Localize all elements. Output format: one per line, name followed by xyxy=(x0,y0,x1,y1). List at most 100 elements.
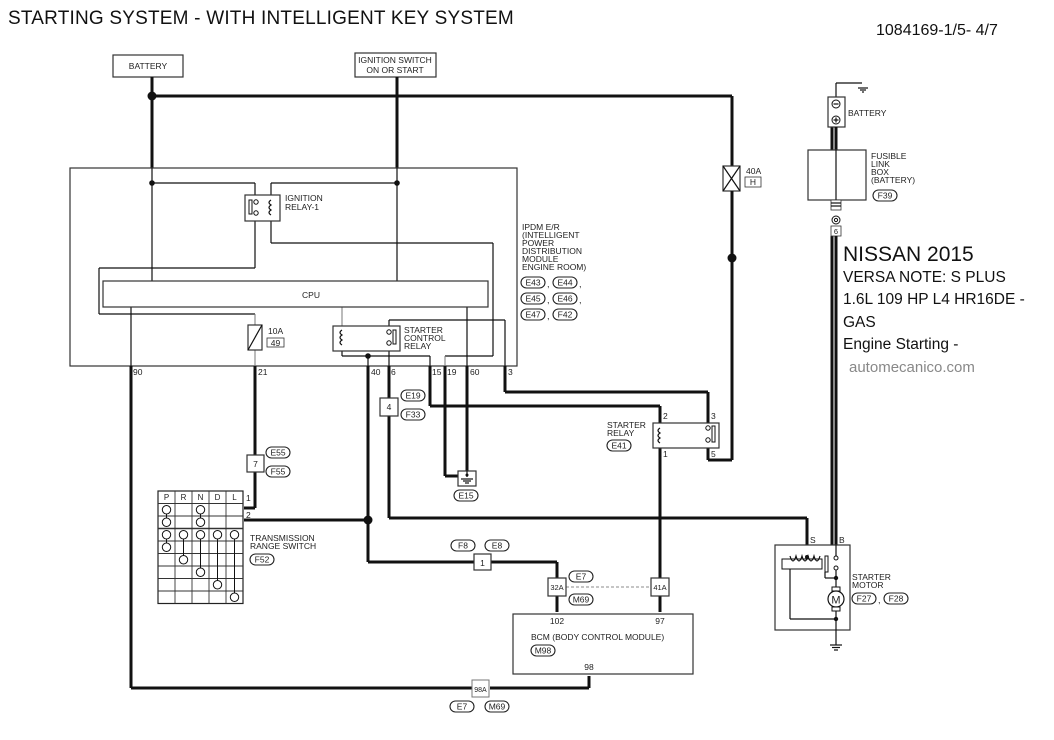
connector-id: E19 xyxy=(405,391,420,401)
fusible-label-line: LINK xyxy=(871,159,890,169)
pin-label: 3 xyxy=(711,411,716,421)
starter-relay-connector: E41 xyxy=(606,439,632,452)
ign-switch-label-2: ON OR START xyxy=(366,65,423,75)
fusible-connector: F39 xyxy=(872,189,898,202)
connector-id: E41 xyxy=(611,441,626,451)
joint-98a-connectors: E7 M69 xyxy=(449,700,510,713)
fusible-terminal-number: 6 xyxy=(834,227,838,236)
joint-number: 4 xyxy=(387,402,392,412)
connector-id: E45 xyxy=(525,294,540,304)
connector-id: F27 xyxy=(857,594,872,604)
range-position-label: R xyxy=(181,493,187,502)
connector-id: E8 xyxy=(492,541,503,551)
pin-label: 102 xyxy=(550,616,564,626)
separator: , xyxy=(547,295,550,305)
connector-id: F28 xyxy=(889,594,904,604)
connector-badge: E15 xyxy=(453,489,479,502)
ipdm-label-line: ENGINE ROOM) xyxy=(522,262,586,272)
starter-motor: S B M STARTER MOTOR xyxy=(774,535,891,651)
connector-badge: M69 xyxy=(568,593,594,606)
ground-point-e15 xyxy=(457,470,477,487)
vehicle-section: Engine Starting - xyxy=(843,336,959,353)
vehicle-engine: 1.6L 109 HP L4 HR16DE - GAS xyxy=(843,291,1025,331)
ipdm-internal-wiring xyxy=(98,168,506,366)
range-position-label: N xyxy=(198,493,204,502)
tr-switch-connector: F52 xyxy=(249,553,275,566)
range-position-label: L xyxy=(232,493,237,502)
connector-badge: E43 xyxy=(520,276,546,289)
pin-label: 90 xyxy=(133,367,143,377)
connector-id: F52 xyxy=(255,555,270,565)
connector-id: M69 xyxy=(489,702,506,712)
diagram-title: STARTING SYSTEM - WITH INTELLIGENT KEY S… xyxy=(8,8,514,29)
contact-icon xyxy=(161,542,172,552)
starter-relay: STARTER RELAY 2 3 1 5 xyxy=(607,411,720,459)
pin-label: 97 xyxy=(655,616,665,626)
connector-id: E15 xyxy=(458,491,473,501)
connector-badge: E7 xyxy=(449,700,475,713)
fusible-label-line: (BATTERY) xyxy=(871,175,915,185)
fusible-link-box: FUSIBLE LINK BOX (BATTERY) 6 xyxy=(807,149,915,237)
scr-label-3: RELAY xyxy=(404,341,432,351)
battery-label: BATTERY xyxy=(129,61,168,71)
contact-icon xyxy=(195,505,206,515)
connector-badge: E19 xyxy=(400,389,426,402)
connector-id: F55 xyxy=(271,467,286,477)
connector-badge: F52 xyxy=(249,553,275,566)
joint-number: 41A xyxy=(653,583,666,592)
pin-label: 3 xyxy=(508,367,513,377)
connector-badge: E7 xyxy=(568,570,594,583)
bcm-label: BCM (BODY CONTROL MODULE) xyxy=(531,632,664,642)
battery-bus-wire xyxy=(147,77,734,168)
contact-icon xyxy=(161,505,172,515)
connector-badge: E46 xyxy=(552,292,578,305)
tr-switch-label-2: RANGE SWITCH xyxy=(250,541,316,551)
pin-label: 21 xyxy=(258,367,268,377)
connector-badge: F39 xyxy=(872,189,898,202)
battery-right-label: BATTERY xyxy=(848,108,887,118)
pin-label: 2 xyxy=(663,411,668,421)
ipdm-label-line: DISTRIBUTION xyxy=(522,246,582,256)
terminal-s-label: S xyxy=(810,535,816,545)
pin-label: 40 xyxy=(371,367,381,377)
joint-number: 1 xyxy=(480,558,485,568)
pin-label: 2 xyxy=(246,510,251,520)
connector-badge: E44 xyxy=(552,276,578,289)
ign-relay-label-1: IGNITION xyxy=(285,193,323,203)
contact-icon xyxy=(195,530,206,540)
pin-label: 1 xyxy=(246,493,251,503)
connector-id: E43 xyxy=(525,278,540,288)
tr-switch-labels: 1 2 TRANSMISSION RANGE SWITCH xyxy=(246,493,316,551)
fuse-10a-rating: 10A xyxy=(268,326,283,336)
connector-id: M69 xyxy=(573,595,590,605)
connector-id: E47 xyxy=(525,310,540,320)
pin-label: 98 xyxy=(584,662,594,672)
ipdm-label-line: IPDM E/R xyxy=(522,222,560,232)
ignition-switch-box: IGNITION SWITCH ON OR START xyxy=(354,52,437,78)
joint-connector-7: 7 xyxy=(246,454,265,473)
connector-id: E7 xyxy=(457,702,468,712)
battery-right: BATTERY xyxy=(827,82,887,128)
solenoid-coil-icon xyxy=(789,553,821,562)
connector-badge: E41 xyxy=(606,439,632,452)
starter-relay-label-2: RELAY xyxy=(607,428,635,438)
starter-control-relay: STARTER CONTROL RELAY xyxy=(332,325,446,352)
connector-id: E55 xyxy=(270,448,285,458)
relay-coil-icon xyxy=(657,427,662,444)
motor-symbol: M xyxy=(831,595,840,607)
contact-icon xyxy=(161,530,172,540)
vehicle-info: NISSAN 2015 VERSA NOTE: S PLUS 1.6L 109 … xyxy=(843,243,1054,379)
connector-badge: E45 xyxy=(520,292,546,305)
battery-source-box: BATTERY xyxy=(112,54,184,78)
connector-badge: F55 xyxy=(265,465,291,478)
separator: , xyxy=(547,279,550,289)
joint-number: 32A xyxy=(550,583,563,592)
website-watermark: automecanico.com xyxy=(849,358,975,376)
connector-id: M98 xyxy=(535,646,552,656)
connector-badge: E47 xyxy=(520,308,546,321)
